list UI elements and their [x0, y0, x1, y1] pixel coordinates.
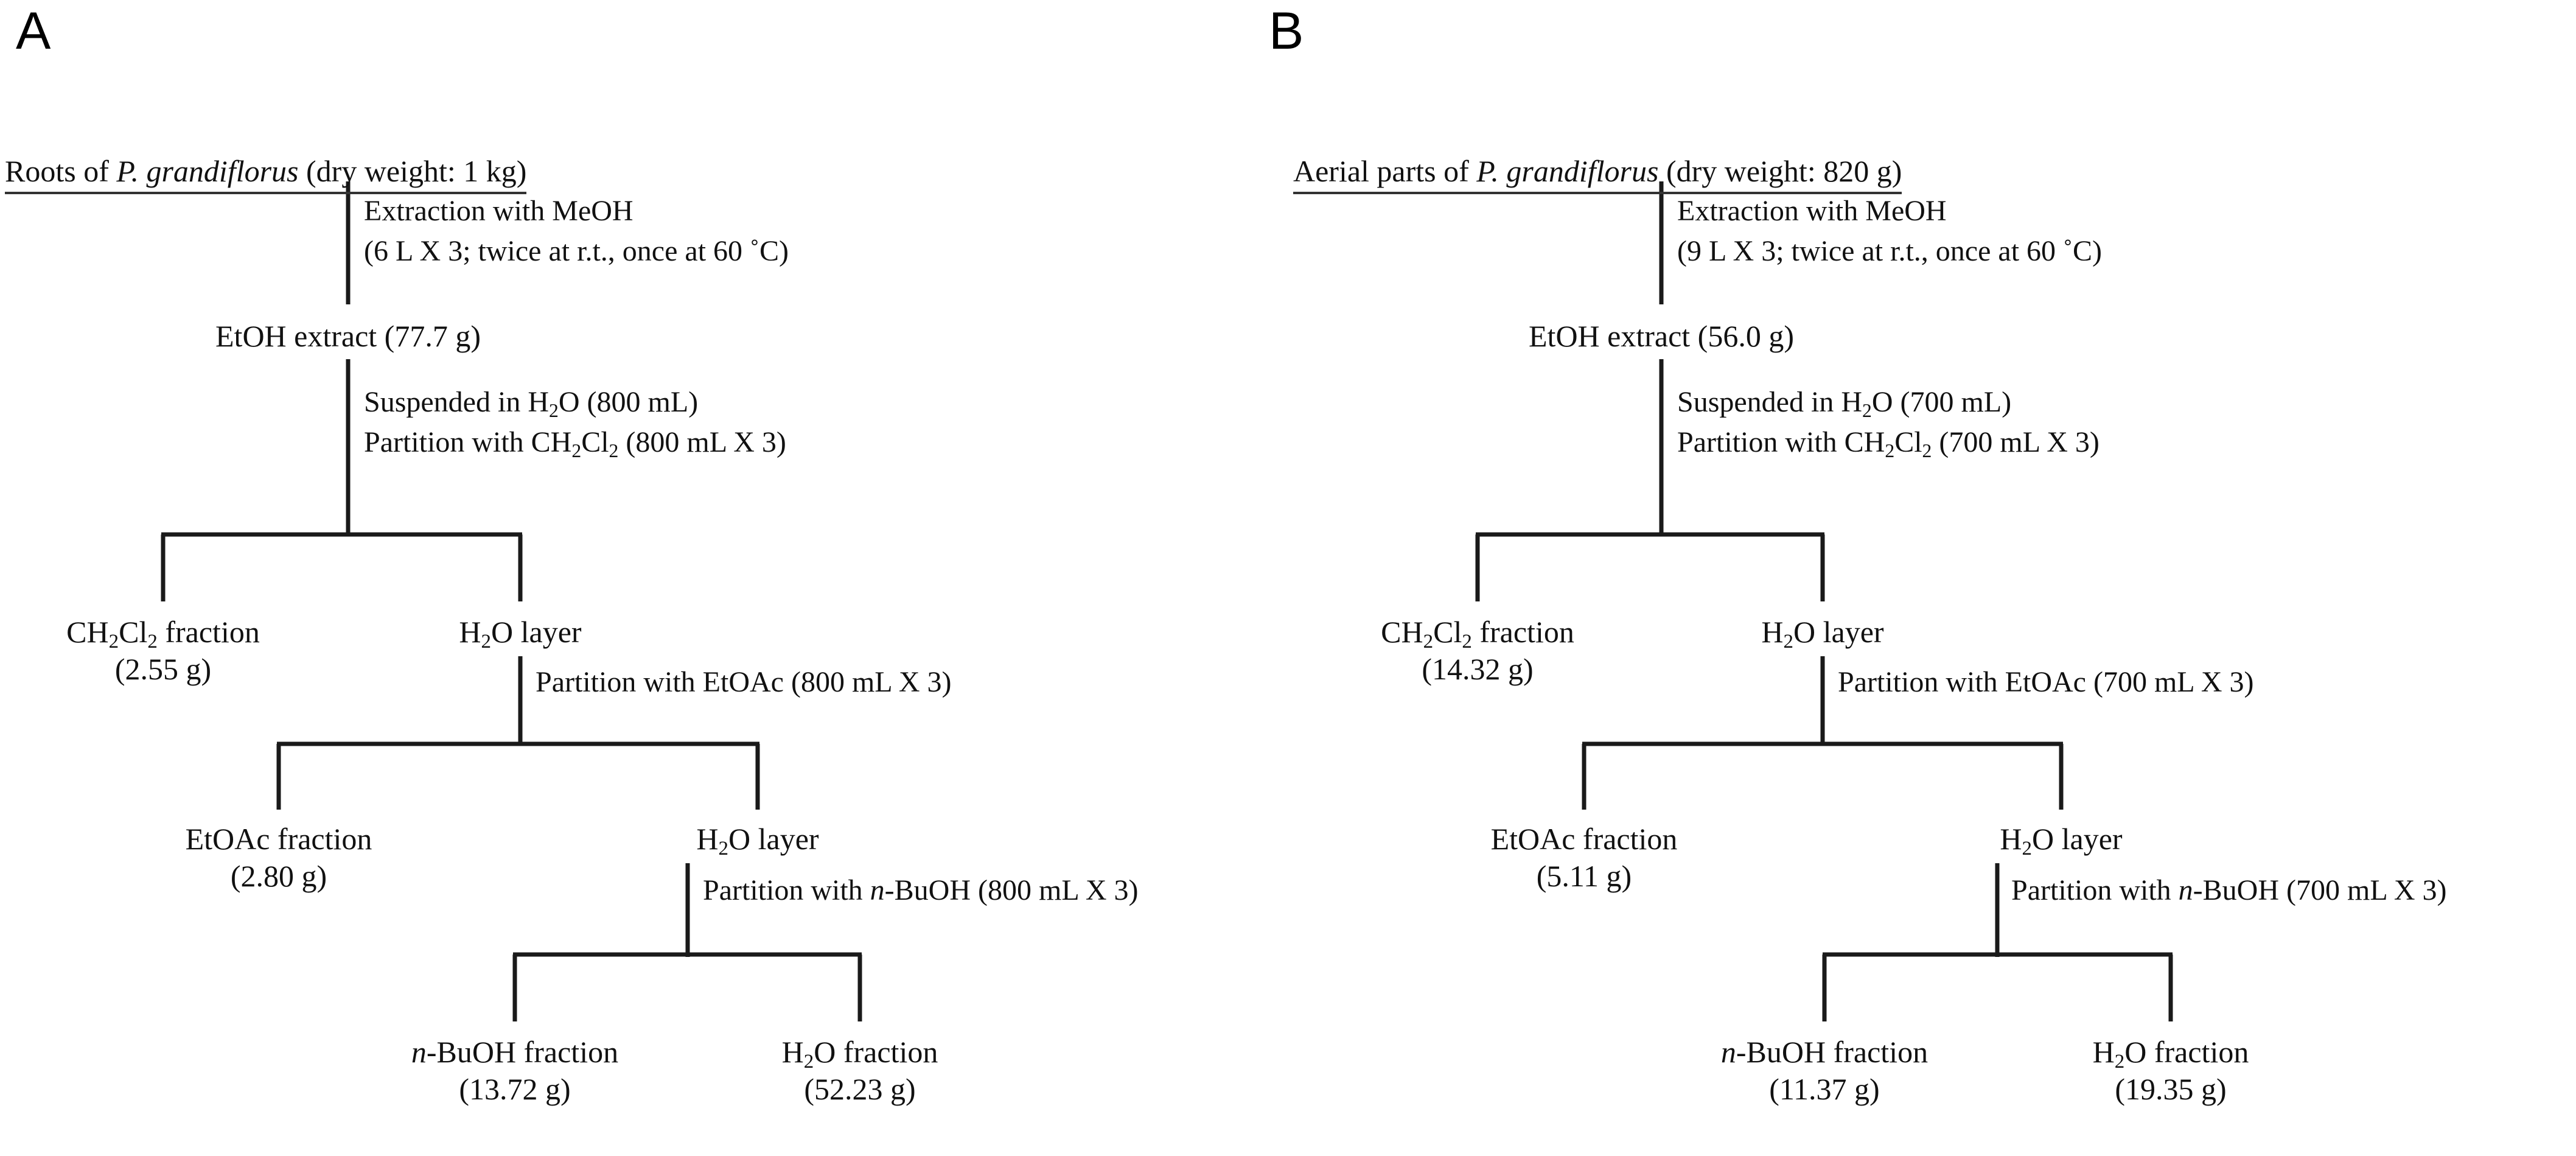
b-node-water-layer-1: H2O layer: [1761, 614, 1884, 653]
b-node-nbuoh-fraction: n-BuOH fraction (11.37 g): [1721, 1034, 1928, 1108]
b-node-nbuoh-fraction-label: n-BuOH fraction: [1720, 1035, 1929, 1069]
a-step-partition-etoac-line: Partition with EtOAc (800 mL X 3): [536, 666, 952, 698]
b-step-extraction: Extraction with MeOH (9 L X 3; twice at …: [1677, 191, 2102, 271]
a-node-water-fraction-amount: (52.23 g): [804, 1072, 916, 1106]
a-source-suffix: (dry weight: 1 kg): [298, 154, 527, 188]
b-node-etoh-extract-label: EtOH extract (56.0 g): [1529, 319, 1794, 353]
b-source-suffix: (dry weight: 820 g): [1658, 154, 1902, 188]
a-step-suspension-line: Suspended in H2O (800 mL): [364, 386, 699, 421]
b-source-prefix: Aerial parts of: [1293, 154, 1477, 188]
a-node-nbuoh-fraction-amount: (13.72 g): [459, 1072, 571, 1106]
a-node-water-fraction: H2O fraction (52.23 g): [782, 1034, 938, 1108]
b-step-partition-etoac-line: Partition with EtOAc (700 mL X 3): [1838, 666, 2254, 698]
b-node-water-fraction-amount: (19.35 g): [2115, 1072, 2227, 1106]
b-node-nbuoh-fraction-amount: (11.37 g): [1769, 1072, 1880, 1106]
a-step-suspension-partition-dcm: Suspended in H2O (800 mL) Partition with…: [364, 382, 786, 463]
a-step-partition-dcm-line: Partition with CH2Cl2 (800 mL X 3): [364, 426, 786, 462]
a-node-water-layer-2: H2O layer: [696, 821, 819, 860]
a-step-extraction-line1: Extraction with MeOH: [364, 195, 634, 227]
b-node-water-fraction-label: H2O fraction: [2092, 1035, 2249, 1073]
b-node-etoac-fraction-amount: (5.11 g): [1536, 859, 1632, 893]
b-step-extraction-line1: Extraction with MeOH: [1677, 195, 1947, 227]
a-step-extraction: Extraction with MeOH (6 L X 3; twice at …: [364, 191, 789, 271]
a-node-etoh-extract: EtOH extract (77.7 g): [215, 318, 481, 355]
b-step-partition-etoac: Partition with EtOAc (700 mL X 3): [1838, 662, 2253, 702]
b-step-partition-nbuoh-line: Partition with n-BuOH (700 mL X 3): [2011, 874, 2447, 906]
b-node-dcm-fraction: CH2Cl2 fraction (14.32 g): [1381, 614, 1574, 688]
a-source-prefix: Roots of: [5, 154, 117, 188]
b-node-dcm-fraction-amount: (14.32 g): [1422, 652, 1534, 686]
a-step-partition-nbuoh-clip: Partition with n-BuOH (800 mL X 3): [703, 871, 1252, 927]
a-node-water-fraction-label: H2O fraction: [781, 1035, 938, 1073]
a-node-dcm-fraction: CH2Cl2 fraction (2.55 g): [66, 614, 260, 688]
a-step-extraction-line2: (6 L X 3; twice at r.t., once at 60 ˚C): [364, 235, 789, 268]
b-source-species: P. grandiflorus: [1476, 154, 1659, 188]
b-step-partition-dcm-line: Partition with CH2Cl2 (700 mL X 3): [1677, 426, 2100, 462]
b-node-etoac-fraction: EtOAc fraction (5.11 g): [1491, 821, 1678, 895]
b-node-etoac-fraction-label: EtOAc fraction: [1490, 822, 1678, 856]
b-step-suspension-partition-dcm: Suspended in H2O (700 mL) Partition with…: [1677, 382, 2100, 463]
panel-label-a: A: [16, 2, 51, 60]
b-source-node: Aerial parts of P. grandiflorus (dry wei…: [1293, 153, 1902, 194]
b-node-water-layer-1-label: H2O layer: [1761, 615, 1884, 653]
a-source-species: P. grandiflorus: [116, 154, 299, 188]
a-node-etoac-fraction-amount: (2.80 g): [230, 859, 327, 893]
a-node-water-layer-2-label: H2O layer: [696, 822, 819, 860]
a-node-nbuoh-fraction: n-BuOH fraction (13.72 g): [411, 1034, 618, 1108]
a-node-etoac-fraction: EtOAc fraction (2.80 g): [186, 821, 372, 895]
b-step-partition-nbuoh: Partition with n-BuOH (700 mL X 3): [2011, 871, 2447, 911]
a-node-water-layer-1: H2O layer: [459, 614, 582, 653]
a-step-partition-nbuoh: Partition with n-BuOH (800 mL X 3): [703, 871, 1139, 911]
a-node-nbuoh-fraction-label: n-BuOH fraction: [411, 1035, 619, 1069]
a-source-node: Roots of P. grandiflorus (dry weight: 1 …: [5, 153, 527, 194]
a-node-water-layer-1-label: H2O layer: [459, 615, 582, 653]
a-node-dcm-fraction-amount: (2.55 g): [114, 652, 212, 686]
b-step-extraction-line2: (9 L X 3; twice at r.t., once at 60 ˚C): [1677, 235, 2103, 268]
a-node-etoh-extract-label: EtOH extract (77.7 g): [215, 319, 481, 353]
b-node-dcm-fraction-label: CH2Cl2 fraction: [1381, 615, 1574, 653]
b-step-suspension-line: Suspended in H2O (700 mL): [1677, 386, 2012, 421]
a-step-partition-nbuoh-line: Partition with n-BuOH (800 mL X 3): [703, 874, 1139, 906]
b-node-water-layer-2: H2O layer: [2000, 821, 2123, 860]
a-node-dcm-fraction-label: CH2Cl2 fraction: [66, 615, 260, 653]
a-step-partition-etoac: Partition with EtOAc (800 mL X 3): [536, 662, 951, 702]
b-node-water-fraction: H2O fraction (19.35 g): [2093, 1034, 2249, 1108]
a-node-etoac-fraction-label: EtOAc fraction: [185, 822, 372, 856]
b-node-water-layer-2-label: H2O layer: [2000, 822, 2123, 860]
panel-label-b: B: [1269, 2, 1304, 60]
b-node-etoh-extract: EtOH extract (56.0 g): [1529, 318, 1794, 355]
